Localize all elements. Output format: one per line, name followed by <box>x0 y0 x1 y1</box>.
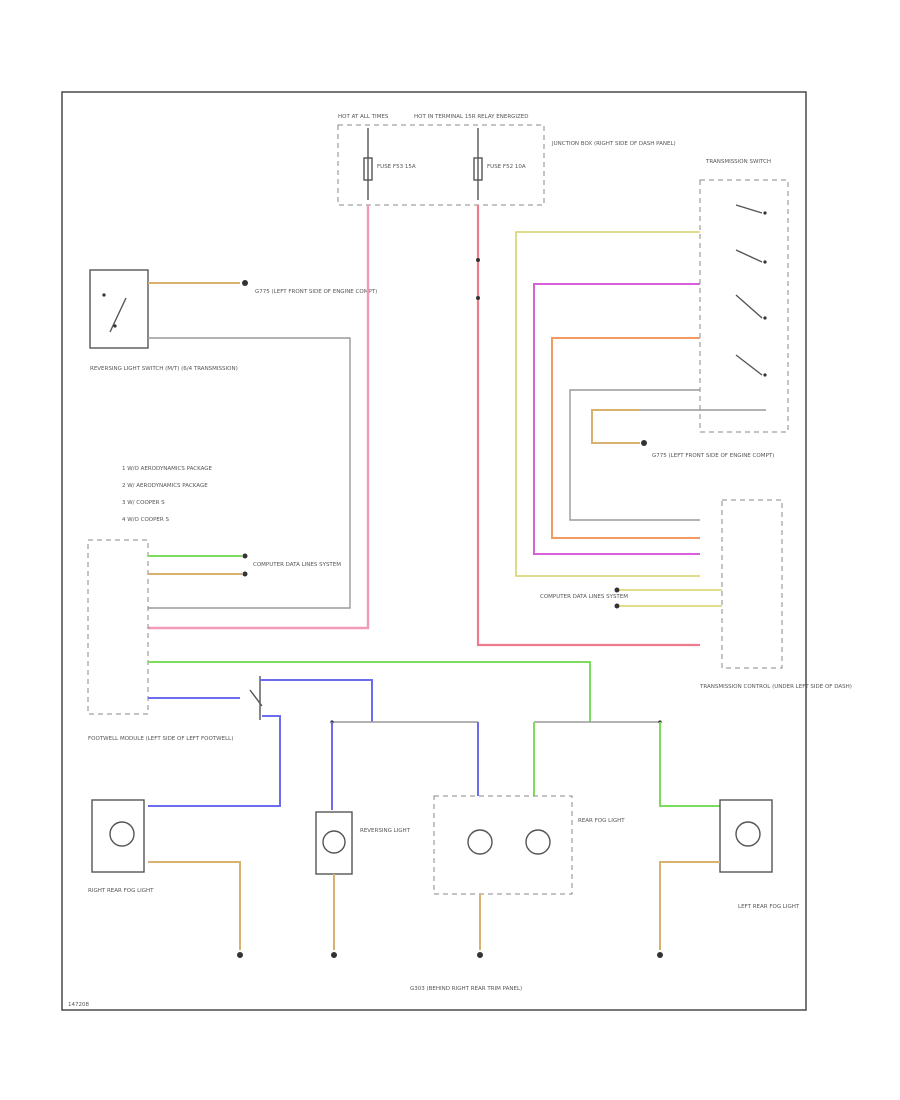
legend-item-4: 4 W/O COOPER S <box>122 517 169 523</box>
wire-blue-relay <box>260 679 373 722</box>
wire-yellow-ts <box>515 231 700 577</box>
left-rear-fog-label: LEFT REAR FOG LIGHT <box>738 904 800 910</box>
rear-fog-label: REAR FOG LIGHT <box>578 818 625 824</box>
ground-rrf <box>237 952 243 958</box>
wire-red-fuse-b <box>476 205 700 647</box>
hot-terminal-label: HOT IN TERMINAL 15R RELAY ENERGIZED <box>414 114 529 120</box>
transmission-switch-label: TRANSMISSION SWITCH <box>705 159 771 165</box>
footwell-label: FOOTWELL MODULE (LEFT SIDE OF LEFT FOOTW… <box>88 736 233 742</box>
diagram-frame <box>61 91 807 1011</box>
switch-ground-label: G775 (LEFT FRONT SIDE OF ENGINE COMPT) <box>255 289 377 295</box>
wire-orange-ts <box>551 337 700 539</box>
wire-green-fw-main <box>148 661 591 722</box>
right-rear-fog-label: RIGHT REAR FOG LIGHT <box>88 888 154 894</box>
wire-green-lrf <box>659 722 720 807</box>
legend: 1 W/O AERODYNAMICS PACKAGE 2 W/ AERODYNA… <box>122 466 213 523</box>
fuse-b <box>473 157 483 181</box>
transmission-control-label: TRANSMISSION CONTROL (UNDER LEFT SIDE OF… <box>699 684 852 690</box>
transmission-ground-label: G775 (LEFT FRONT SIDE OF ENGINE COMPT) <box>652 453 774 459</box>
wire-gray-ts <box>569 389 700 521</box>
ground-rf <box>477 952 483 958</box>
legend-item-1: 1 W/O AERODYNAMICS PACKAGE <box>122 466 213 472</box>
wire-tan-ts-ground <box>591 409 640 444</box>
junction-box <box>337 124 545 206</box>
legend-item-3: 3 W/ COOPER S <box>122 500 165 506</box>
ground-lrf <box>657 952 663 958</box>
fuse-a <box>363 157 373 181</box>
footer-code: 147208 <box>68 1002 89 1008</box>
reversing-light-label: REVERSING LIGHT <box>360 828 411 834</box>
legend-item-2: 2 W/ AERODYNAMICS PACKAGE <box>122 483 208 489</box>
fuse-b-label: FUSE F52 10A <box>487 164 526 170</box>
transmission-switch-box <box>699 179 789 433</box>
wire-tan-rrf-ground <box>148 861 241 950</box>
footwell-module-box <box>87 539 149 715</box>
reversing-switch-label: REVERSING LIGHT SWITCH (M/T) (6/4 TRANSM… <box>90 366 238 372</box>
transmission-control-box <box>721 499 783 669</box>
reversing-light-switch <box>89 269 149 349</box>
ground-g775-b <box>641 440 647 446</box>
ground-rev <box>331 952 337 958</box>
wire-tan-lrf-ground <box>659 861 720 950</box>
reversing-light <box>315 811 353 875</box>
wire-pink-fuse-a <box>148 205 370 630</box>
left-rear-fog-light <box>719 799 773 873</box>
ground-g775-a <box>242 280 248 286</box>
rear-fog-light-box <box>433 795 573 895</box>
wire-blue-rrf <box>148 715 281 807</box>
footwell-computer-label: COMPUTER DATA LINES SYSTEM <box>253 562 341 568</box>
hot-at-all-times-label: HOT AT ALL TIMES <box>338 114 389 120</box>
right-rear-fog-light <box>91 799 145 873</box>
bottom-ground-label: G303 (BEHIND RIGHT REAR TRIM PANEL) <box>410 986 522 992</box>
fuse-a-label: FUSE F53 15A <box>377 164 416 170</box>
wire-gray-switch <box>148 337 351 609</box>
tc-computer-label: COMPUTER DATA LINES SYSTEM <box>540 594 628 600</box>
wire-magenta-ts <box>533 283 700 555</box>
junction-box-label: JUNCTION BOX (RIGHT SIDE OF DASH PANEL) <box>551 141 676 147</box>
